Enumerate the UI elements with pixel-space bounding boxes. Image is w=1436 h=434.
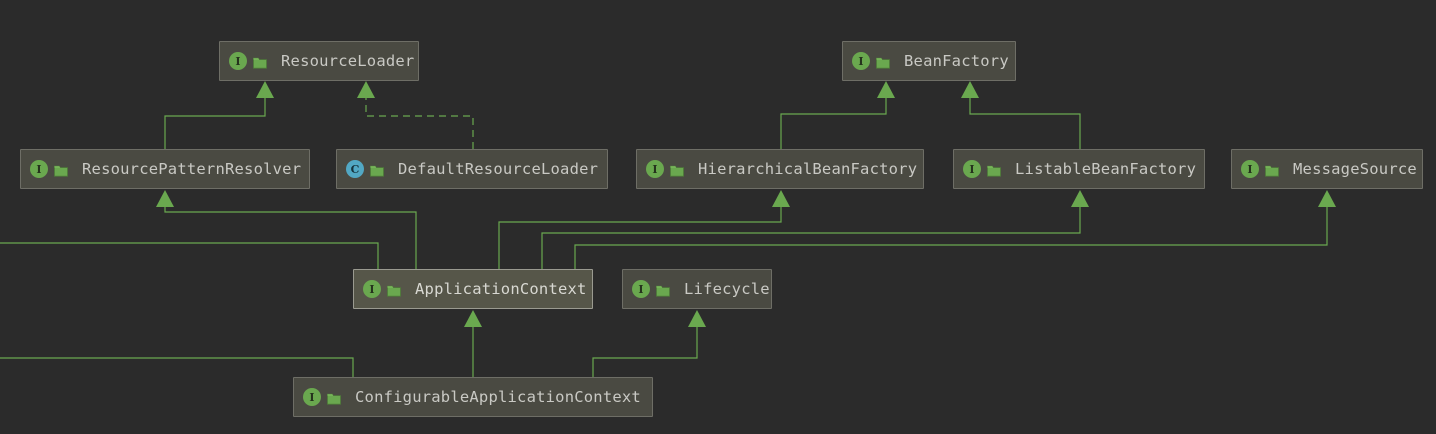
edge-application-context-to-offscreen-left	[0, 242, 379, 269]
edge-application-context-to-resource-pattern-resolver	[156, 190, 417, 269]
uml-node-label: Lifecycle	[684, 280, 770, 298]
package-folder-icon	[253, 54, 267, 69]
uml-node-application-context[interactable]: I ApplicationContext	[353, 269, 593, 309]
package-folder-icon	[370, 162, 384, 177]
edge-application-context-to-message-source	[574, 190, 1336, 269]
edge-default-resource-loader-to-resource-loader	[357, 81, 474, 149]
uml-node-configurable-application-context[interactable]: I ConfigurableApplicationContext	[293, 377, 653, 417]
interface-icon: I	[303, 388, 321, 406]
edge-configurable-application-context-to-lifecycle	[592, 310, 706, 377]
interface-icon: I	[963, 160, 981, 178]
package-folder-icon	[387, 282, 401, 297]
edge-listable-bean-factory-to-bean-factory	[961, 81, 1081, 149]
package-folder-icon	[54, 162, 68, 177]
interface-icon: I	[646, 160, 664, 178]
interface-icon: I	[1241, 160, 1259, 178]
interface-icon: I	[632, 280, 650, 298]
class-icon: C	[346, 160, 364, 178]
edge-application-context-to-hierarchical-bean-factory	[498, 190, 790, 269]
uml-node-label: BeanFactory	[904, 52, 1009, 70]
package-folder-icon	[987, 162, 1001, 177]
package-folder-icon	[670, 162, 684, 177]
interface-icon: I	[852, 52, 870, 70]
uml-node-lifecycle[interactable]: I Lifecycle	[622, 269, 772, 309]
uml-node-message-source[interactable]: I MessageSource	[1231, 149, 1423, 189]
package-folder-icon	[876, 54, 890, 69]
uml-node-label: ApplicationContext	[415, 280, 587, 298]
uml-node-listable-bean-factory[interactable]: I ListableBeanFactory	[953, 149, 1205, 189]
uml-node-label: ListableBeanFactory	[1015, 160, 1197, 178]
uml-node-label: ResourceLoader	[281, 52, 415, 70]
uml-node-default-resource-loader[interactable]: C DefaultResourceLoader	[336, 149, 608, 189]
uml-node-label: DefaultResourceLoader	[398, 160, 599, 178]
uml-node-label: ResourcePatternResolver	[82, 160, 302, 178]
package-folder-icon	[1265, 162, 1279, 177]
package-folder-icon	[656, 282, 670, 297]
edge-configurable-application-context-to-offscreen-left	[0, 357, 354, 377]
edge-hierarchical-bean-factory-to-bean-factory	[780, 81, 895, 149]
interface-icon: I	[30, 160, 48, 178]
edge-resource-pattern-resolver-to-resource-loader	[164, 81, 274, 149]
interface-icon: I	[229, 52, 247, 70]
uml-node-resource-loader[interactable]: I ResourceLoader	[219, 41, 419, 81]
package-folder-icon	[327, 390, 341, 405]
edge-configurable-application-context-to-application-context	[464, 310, 482, 377]
uml-node-bean-factory[interactable]: I BeanFactory	[842, 41, 1016, 81]
interface-icon: I	[363, 280, 381, 298]
uml-node-resource-pattern-resolver[interactable]: I ResourcePatternResolver	[20, 149, 310, 189]
uml-node-hierarchical-bean-factory[interactable]: I HierarchicalBeanFactory	[636, 149, 924, 189]
edge-application-context-to-listable-bean-factory	[541, 190, 1089, 269]
uml-node-label: HierarchicalBeanFactory	[698, 160, 918, 178]
uml-node-label: MessageSource	[1293, 160, 1417, 178]
uml-node-label: ConfigurableApplicationContext	[355, 388, 641, 406]
